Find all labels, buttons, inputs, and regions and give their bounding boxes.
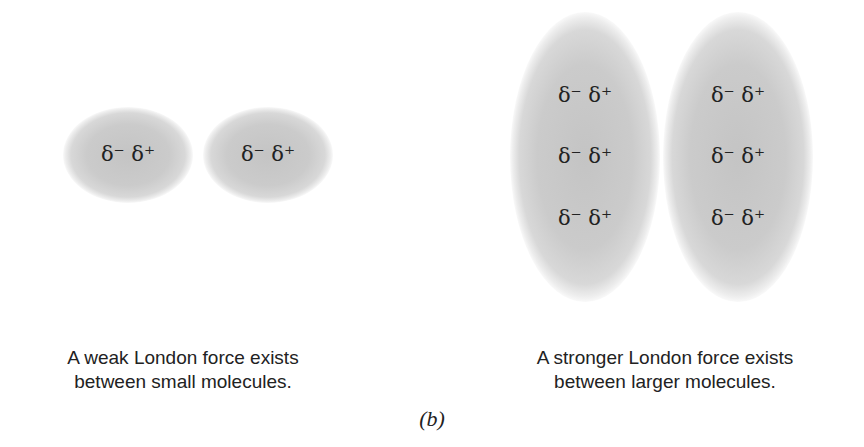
partial-charge: δ⁻ δ⁺: [241, 142, 295, 167]
caption-text: A stronger London force exists between l…: [500, 346, 830, 394]
molecule-cloud: δ⁻ δ⁺ δ⁻ δ⁺ δ⁻ δ⁺: [663, 12, 813, 302]
partial-charge: δ⁻ δ⁺: [101, 142, 155, 167]
molecule-cloud: δ⁻ δ⁺: [63, 107, 193, 203]
partial-charge: δ⁻ δ⁺: [711, 83, 765, 108]
molecule-cloud: δ⁻ δ⁺: [203, 107, 333, 203]
caption-text: A weak London force exists between small…: [48, 346, 318, 394]
partial-charge: δ⁻ δ⁺: [558, 144, 612, 169]
partial-charge: δ⁻ δ⁺: [711, 144, 765, 169]
subfigure-label: (b): [392, 406, 472, 432]
partial-charge: δ⁻ δ⁺: [558, 206, 612, 231]
molecule-cloud: δ⁻ δ⁺ δ⁻ δ⁺ δ⁻ δ⁺: [510, 12, 660, 302]
partial-charge: δ⁻ δ⁺: [711, 206, 765, 231]
partial-charge: δ⁻ δ⁺: [558, 83, 612, 108]
